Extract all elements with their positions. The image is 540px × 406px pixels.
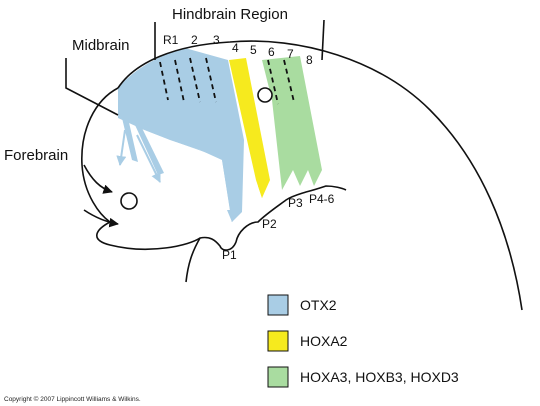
otic-vesicle — [257, 87, 273, 103]
rhombomere-label-6: 6 — [268, 45, 275, 59]
otx2-branch-1 — [122, 118, 138, 162]
hindbrain-bracket-right — [321, 19, 325, 61]
legend-label-otx2: OTX2 — [300, 297, 337, 313]
arch-label-p4-6: P4-6 — [309, 192, 335, 206]
legend-swatch-otx2 — [267, 294, 289, 316]
forebrain-arrow-2 — [83, 209, 119, 228]
midbrain-leader — [65, 58, 119, 116]
legend: OTX2 HOXA2 HOXA3, HOXB3, HOXD3 — [267, 294, 459, 388]
otx2-arrowhead — [227, 210, 237, 222]
hox3-region — [262, 56, 322, 190]
otx2-arrow-1 — [116, 129, 127, 166]
legend-swatch-hoxa2 — [267, 330, 289, 352]
midbrain-label: Midbrain — [72, 37, 130, 54]
rhombomere-label-1: R1 — [163, 33, 179, 47]
hoxa2-arrowhead — [258, 186, 266, 198]
otx2-region — [118, 48, 244, 222]
otx2-arrow-2 — [136, 134, 161, 183]
legend-label-hox3: HOXA3, HOXB3, HOXD3 — [300, 369, 459, 385]
otx2-edge — [139, 127, 233, 223]
head-front-outline — [81, 87, 347, 251]
embryo-outline — [117, 40, 523, 311]
hoxa2-region — [229, 58, 270, 198]
otx2-branch-2 — [135, 125, 164, 175]
rhombomere-boundaries — [159, 57, 295, 105]
rhombomere-label-3: 3 — [213, 33, 220, 47]
rhombomere-label-5: 5 — [250, 43, 257, 57]
rhombomere-label-8: 8 — [306, 53, 313, 67]
jaw-outline — [185, 237, 201, 283]
forebrain-label: Forebrain — [4, 147, 68, 164]
legend-label-hoxa2: HOXA2 — [300, 333, 348, 349]
rhombomere-label-2: 2 — [191, 33, 198, 47]
rhombomere-label-7: 7 — [287, 47, 294, 61]
legend-swatch-hox3 — [267, 366, 289, 388]
forebrain-arrow-1 — [83, 164, 113, 194]
arch-label-p2: P2 — [262, 217, 277, 231]
arch-label-p1: P1 — [222, 248, 237, 262]
optic-vesicle — [120, 192, 138, 210]
copyright-text: Copyright © 2007 Lippincott Williams & W… — [4, 395, 141, 403]
rhombomere-label-4: 4 — [232, 41, 239, 55]
arch-label-p3: P3 — [288, 196, 303, 210]
title: Hindbrain Region — [172, 6, 288, 23]
